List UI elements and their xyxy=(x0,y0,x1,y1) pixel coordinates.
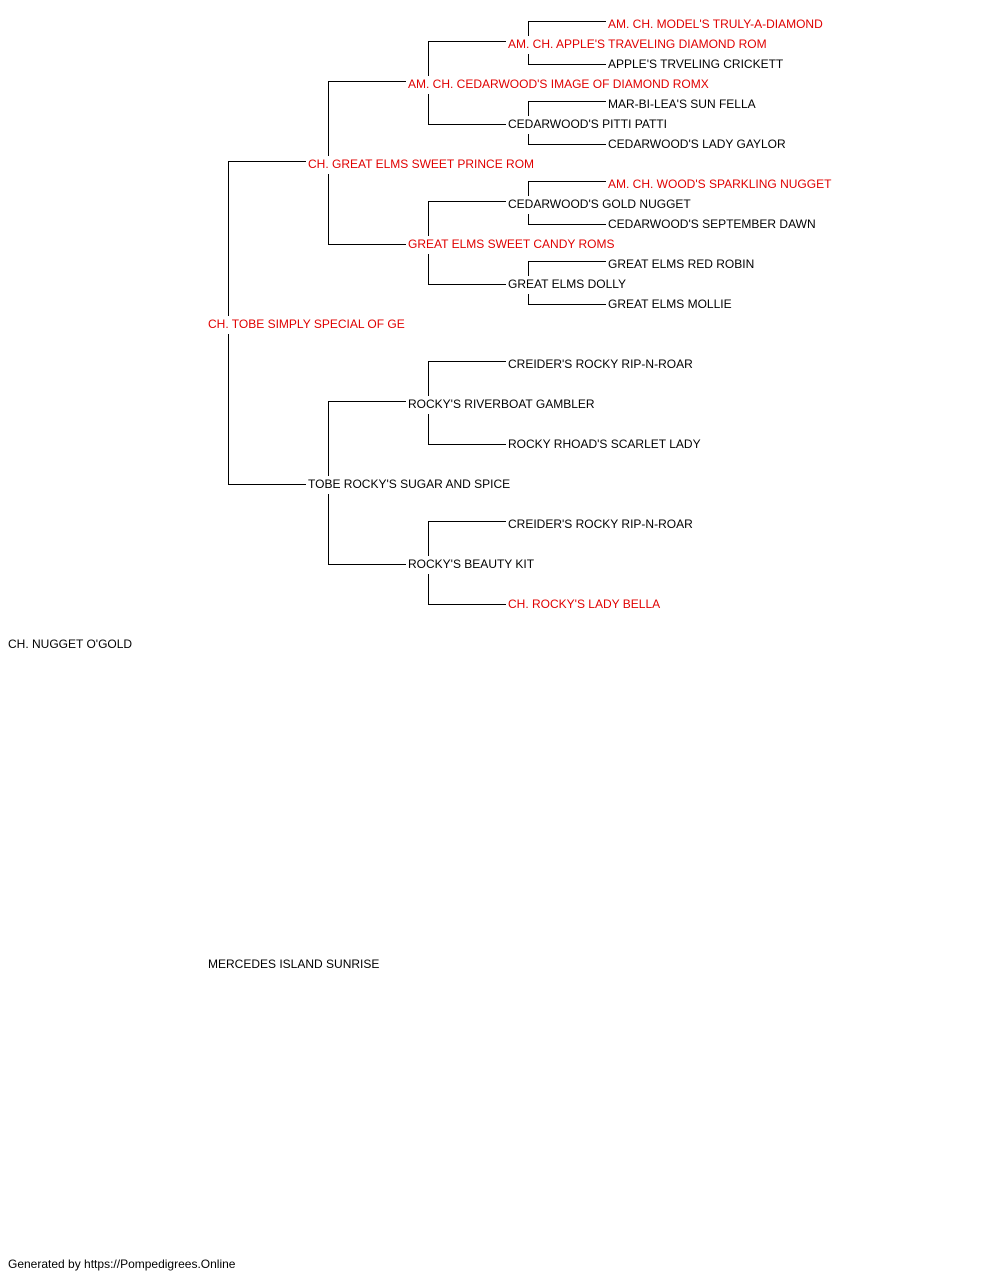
connector-line xyxy=(228,334,229,485)
dog-name-sire-sire-dam-sire: CEDARWOOD'S GOLD NUGGET xyxy=(508,197,691,211)
footer-credit: Generated by https://Pompedigrees.Online xyxy=(8,1257,236,1271)
connector-line xyxy=(528,181,606,182)
dog-name-sire-dam-dam: ROCKY'S BEAUTY KIT xyxy=(408,557,535,571)
dog-name-sire-sire-dam: GREAT ELMS SWEET CANDY ROMS xyxy=(408,237,615,251)
dog-name-sire-sire-sire: AM. CH. CEDARWOOD'S IMAGE OF DIAMOND ROM… xyxy=(408,77,709,91)
connector-line xyxy=(428,94,429,125)
connector-line xyxy=(528,261,606,262)
dog-name-sire-sire-dam-dam-dam: GREAT ELMS MOLLIE xyxy=(608,297,732,311)
dog-name-sire-sire-sire-dam: CEDARWOOD'S PITTI PATTI xyxy=(508,117,667,131)
dog-name-sire-sire-sire-dam-dam: CEDARWOOD'S LADY GAYLOR xyxy=(608,137,786,151)
dog-name-sire-sire-dam-sire-sire: AM. CH. WOOD'S SPARKLING NUGGET xyxy=(608,177,832,191)
connector-line xyxy=(328,174,329,245)
dog-name-sire-dam-sire: ROCKY'S RIVERBOAT GAMBLER xyxy=(408,397,595,411)
connector-line xyxy=(328,82,329,156)
connector-line xyxy=(228,162,229,316)
connector-line xyxy=(428,284,506,285)
connector-line xyxy=(228,484,306,485)
connector-line xyxy=(528,214,529,225)
connector-line xyxy=(328,494,329,565)
connector-line xyxy=(428,604,506,605)
connector-line xyxy=(328,564,406,565)
connector-line xyxy=(428,42,429,76)
connector-line xyxy=(528,102,529,116)
dog-name-sire-sire-sire-sire: AM. CH. APPLE'S TRAVELING DIAMOND ROM xyxy=(508,37,767,51)
connector-line xyxy=(428,414,429,445)
connector-line xyxy=(428,254,429,285)
connector-line xyxy=(428,522,429,556)
connector-line xyxy=(528,224,606,225)
connector-line xyxy=(528,262,529,276)
connector-line xyxy=(528,182,529,196)
connector-line xyxy=(428,201,506,202)
connector-line xyxy=(428,521,506,522)
connector-line xyxy=(428,41,506,42)
dog-name-sire: CH. TOBE SIMPLY SPECIAL OF GE xyxy=(208,317,405,331)
dog-name-dam: MERCEDES ISLAND SUNRISE xyxy=(208,957,380,971)
dog-name-sire-sire-sire-dam-sire: MAR-BI-LEA'S SUN FELLA xyxy=(608,97,756,111)
connector-line xyxy=(228,161,306,162)
connector-line xyxy=(428,124,506,125)
connector-line xyxy=(528,294,529,305)
dog-name-sire-sire-sire-sire-sire: AM. CH. MODEL'S TRULY-A-DIAMOND xyxy=(608,17,823,31)
connector-line xyxy=(528,22,529,36)
dog-name-sire-sire: CH. GREAT ELMS SWEET PRINCE ROM xyxy=(308,157,535,171)
connector-line xyxy=(428,444,506,445)
dog-name-sire-dam: TOBE ROCKY'S SUGAR AND SPICE xyxy=(308,477,511,491)
dog-name-sire-sire-dam-sire-dam: CEDARWOOD'S SEPTEMBER DAWN xyxy=(608,217,816,231)
connector-line xyxy=(328,401,406,402)
connector-line xyxy=(528,64,606,65)
connector-line xyxy=(328,244,406,245)
connector-line xyxy=(428,361,506,362)
connector-line xyxy=(428,202,429,236)
dog-name-sire-dam-dam-dam: CH. ROCKY'S LADY BELLA xyxy=(508,597,661,611)
dog-name-sire-dam-sire-sire: CREIDER'S ROCKY RIP-N-ROAR xyxy=(508,357,693,371)
connector-line xyxy=(528,304,606,305)
connector-line xyxy=(328,81,406,82)
dog-name-subject: CH. NUGGET O'GOLD xyxy=(8,637,133,651)
dog-name-sire-sire-dam-dam: GREAT ELMS DOLLY xyxy=(508,277,627,291)
connector-line xyxy=(528,54,529,65)
dog-name-sire-dam-dam-sire: CREIDER'S ROCKY RIP-N-ROAR xyxy=(508,517,693,531)
dog-name-sire-sire-sire-sire-dam: APPLE'S TRVELING CRICKETT xyxy=(608,57,784,71)
connector-line xyxy=(528,21,606,22)
connector-line xyxy=(428,574,429,605)
connector-line xyxy=(528,134,529,145)
dog-name-sire-sire-dam-dam-sire: GREAT ELMS RED ROBIN xyxy=(608,257,755,271)
connector-line xyxy=(328,402,329,476)
dog-name-sire-dam-sire-dam: ROCKY RHOAD'S SCARLET LADY xyxy=(508,437,701,451)
connector-line xyxy=(428,362,429,396)
connector-line xyxy=(528,144,606,145)
connector-line xyxy=(528,101,606,102)
